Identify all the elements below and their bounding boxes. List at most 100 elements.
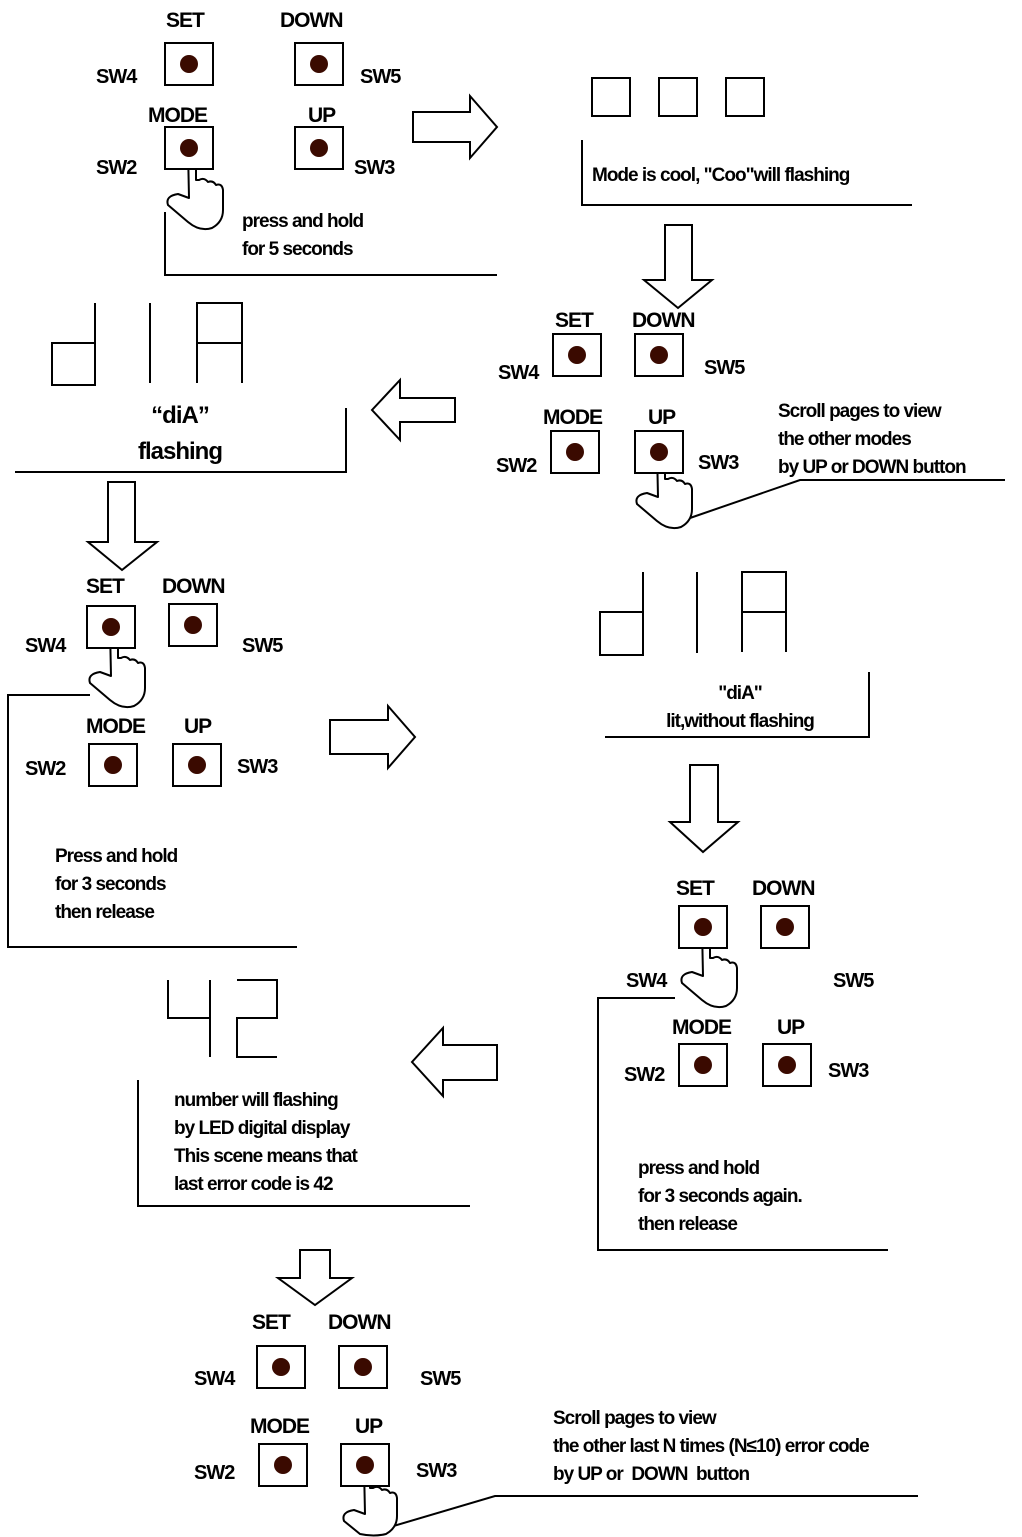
down-label: DOWN <box>632 309 695 332</box>
step1-text: press and hold for 5 seconds <box>242 211 364 260</box>
button-dot <box>180 139 198 157</box>
set-label: SET <box>166 9 205 32</box>
sw5-label: SW5 <box>833 970 874 992</box>
up-label: UP <box>184 715 212 738</box>
up-button[interactable] <box>294 126 344 170</box>
down-label: DOWN <box>752 877 815 900</box>
sw2-label: SW2 <box>624 1064 665 1086</box>
mode-button[interactable] <box>550 430 600 474</box>
button-dot <box>274 1456 292 1474</box>
sw4-label: SW4 <box>498 362 539 384</box>
bracket-step8 <box>137 1080 470 1207</box>
display-dia-1 <box>51 302 243 386</box>
arrow-right-2 <box>329 703 417 771</box>
button-dot <box>310 139 328 157</box>
sw4-label: SW4 <box>96 66 137 88</box>
hand-icon-4 <box>680 927 738 1009</box>
set-button[interactable] <box>256 1345 306 1389</box>
step5-text: Press and hold for 3 seconds then releas… <box>55 846 178 923</box>
set-label: SET <box>676 877 715 900</box>
button-dot <box>180 55 198 73</box>
mode-button[interactable] <box>88 743 138 787</box>
down-button[interactable] <box>168 603 218 647</box>
step7-text: press and hold for 3 seconds again. then… <box>638 1158 803 1235</box>
bracket-step2 <box>581 140 912 206</box>
down-button[interactable] <box>294 42 344 86</box>
up-button[interactable] <box>634 430 684 474</box>
button-dot <box>650 443 668 461</box>
set-button[interactable] <box>86 605 136 649</box>
bracket-step5 <box>7 694 297 948</box>
button-dot <box>356 1456 374 1474</box>
set-button[interactable] <box>164 42 214 86</box>
step9-text: Scroll pages to view the other last N ti… <box>553 1408 870 1485</box>
sw4-label: SW4 <box>626 970 667 992</box>
mode-label: MODE <box>543 406 603 429</box>
mode-label: MODE <box>148 104 208 127</box>
step2-text: Mode is cool, "Coo"will flashing <box>592 165 850 186</box>
down-button[interactable] <box>760 905 810 949</box>
set-button[interactable] <box>552 333 602 377</box>
mode-button[interactable] <box>258 1443 308 1487</box>
mode-label: MODE <box>672 1016 732 1039</box>
mode-label: MODE <box>86 715 146 738</box>
step6-text: "diA" lit,without flashing <box>666 683 815 732</box>
sw2-label: SW2 <box>96 157 137 179</box>
arrow-right-1 <box>412 93 499 161</box>
up-button[interactable] <box>172 743 222 787</box>
mode-label: MODE <box>250 1415 310 1438</box>
set-label: SET <box>252 1311 291 1334</box>
bracket-step6 <box>605 672 870 738</box>
button-dot <box>272 1358 290 1376</box>
arrow-down-2 <box>85 481 160 572</box>
sw3-label: SW3 <box>416 1460 457 1482</box>
button-dot <box>354 1358 372 1376</box>
button-dot <box>694 1056 712 1074</box>
set-button[interactable] <box>678 905 728 949</box>
sw4-label: SW4 <box>25 635 66 657</box>
button-dot <box>776 918 794 936</box>
button-dot <box>310 55 328 73</box>
display-coo <box>591 77 765 117</box>
down-button[interactable] <box>338 1345 388 1389</box>
display-dia-2 <box>599 571 787 656</box>
sw5-label: SW5 <box>242 635 283 657</box>
set-label: SET <box>555 309 594 332</box>
button-dot <box>568 346 586 364</box>
hand-icon-1 <box>166 148 224 231</box>
button-dot <box>650 346 668 364</box>
up-button[interactable] <box>340 1443 390 1487</box>
down-label: DOWN <box>280 9 343 32</box>
sw2-label: SW2 <box>25 758 66 780</box>
button-dot <box>694 918 712 936</box>
mode-button[interactable] <box>164 126 214 170</box>
button-dot <box>566 443 584 461</box>
arrow-left-1 <box>370 377 456 443</box>
sw3-label: SW3 <box>354 157 395 179</box>
down-button[interactable] <box>634 333 684 377</box>
display-code-42 <box>167 979 278 1058</box>
set-label: SET <box>86 575 125 598</box>
hand-icon-3 <box>88 627 146 709</box>
hand-icon-5 <box>342 1466 398 1537</box>
down-label: DOWN <box>328 1311 391 1334</box>
down-label: DOWN <box>162 575 225 598</box>
sw4-label: SW4 <box>194 1368 235 1390</box>
hand-icon <box>88 148 738 1537</box>
sw3-label: SW3 <box>698 452 739 474</box>
bracket-step1 <box>164 212 497 276</box>
button-dot <box>102 618 120 636</box>
sw5-label: SW5 <box>704 357 745 379</box>
up-button[interactable] <box>762 1043 812 1087</box>
arrow-down-3 <box>667 764 741 854</box>
sw5-label: SW5 <box>360 66 401 88</box>
button-dot <box>778 1056 796 1074</box>
up-label: UP <box>308 104 336 127</box>
step8-text: number will flashing by LED digital disp… <box>174 1090 358 1195</box>
button-dot <box>104 756 122 774</box>
up-label: UP <box>355 1415 383 1438</box>
mode-button[interactable] <box>678 1043 728 1087</box>
callout-line-1 <box>689 479 1005 519</box>
bracket-step7 <box>597 997 888 1251</box>
sw5-label: SW5 <box>420 1368 461 1390</box>
